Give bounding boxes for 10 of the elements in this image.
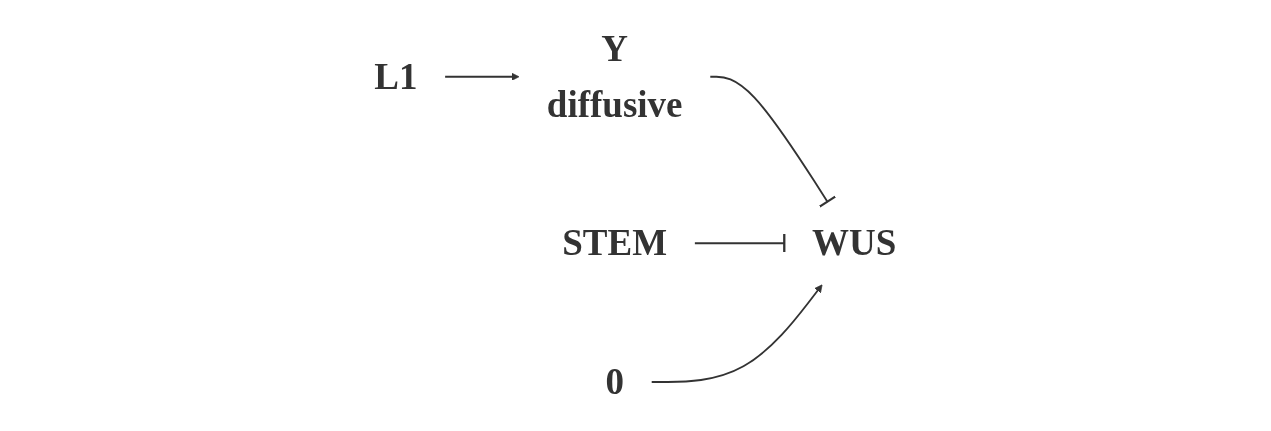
node-text: Y [601, 27, 629, 70]
arrow [651, 284, 823, 383]
arrow [444, 72, 520, 81]
node-text: L1 [374, 55, 418, 98]
node-label: diffusive [547, 83, 683, 125]
node-text: 0 [605, 360, 625, 403]
connector [694, 232, 786, 254]
node-text: WUS [812, 221, 897, 264]
connector [709, 75, 837, 208]
node-text: STEM [562, 221, 668, 264]
